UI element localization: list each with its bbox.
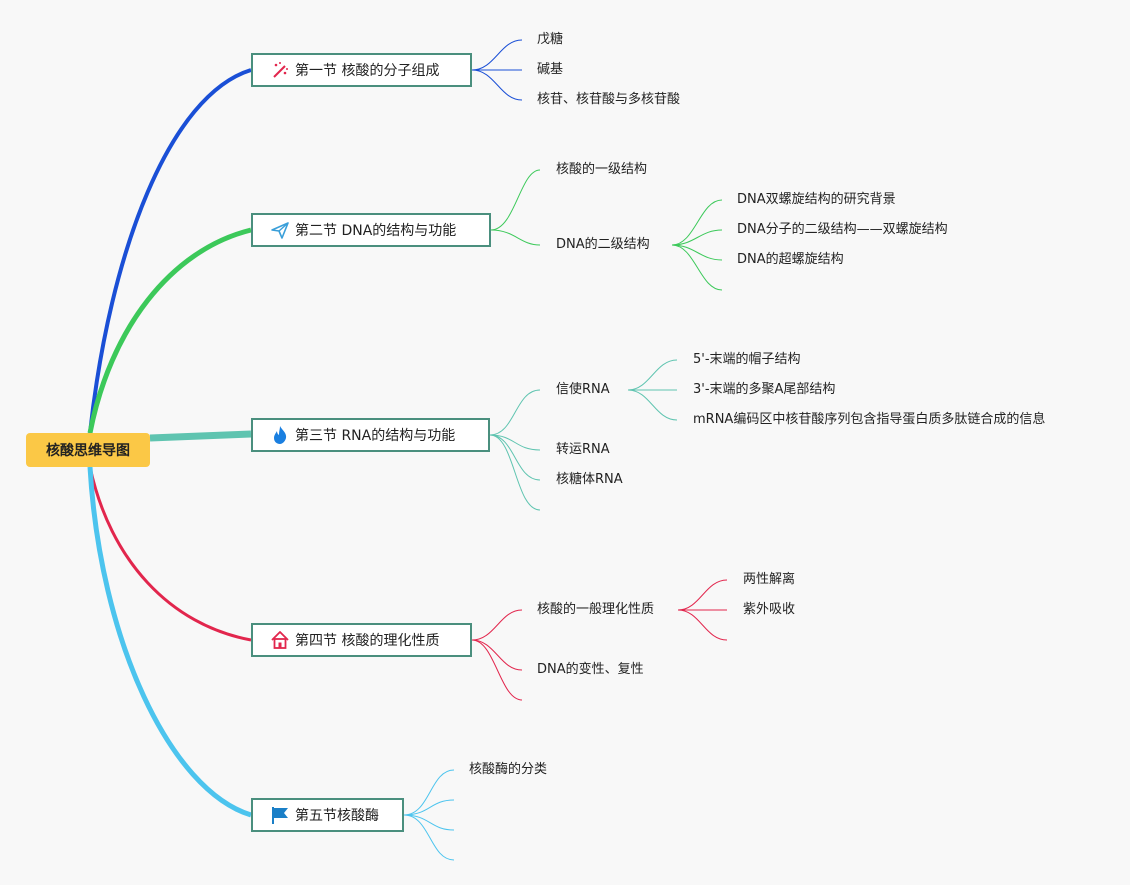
leaf-hegan[interactable]: 核苷、核苷酸与多核苷酸 [537, 92, 681, 107]
root-node[interactable]: 核酸思维导图 [26, 433, 150, 467]
section-4-label: 第四节 核酸的理化性质 [295, 633, 440, 649]
leaf-double-helix-background[interactable]: DNA双螺旋结构的研究背景 [737, 192, 896, 207]
house-icon [269, 629, 291, 651]
section-1-node[interactable]: 第一节 核酸的分子组成 [251, 53, 472, 87]
leaf-3-polya[interactable]: 3'-末端的多聚A尾部结构 [693, 382, 836, 397]
section-2-label: 第二节 DNA的结构与功能 [295, 223, 457, 239]
root-label: 核酸思维导图 [46, 443, 130, 459]
section-3-node[interactable]: 第三节 RNA的结构与功能 [251, 418, 490, 452]
section-3-label: 第三节 RNA的结构与功能 [295, 428, 456, 444]
leaf-double-helix[interactable]: DNA分子的二级结构——双螺旋结构 [737, 222, 948, 237]
section-4-node[interactable]: 第四节 核酸的理化性质 [251, 623, 472, 657]
leaf-primary-structure[interactable]: 核酸的一级结构 [556, 162, 648, 177]
leaf-mrna[interactable]: 信使RNA [556, 382, 610, 397]
flame-icon [269, 424, 291, 446]
leaf-amphoteric[interactable]: 两性解离 [743, 572, 796, 587]
flag-icon [269, 804, 291, 826]
leaf-uv-absorption[interactable]: 紫外吸收 [743, 602, 796, 617]
section-5-node[interactable]: 第五节核酸酶 [251, 798, 404, 832]
leaf-jianji[interactable]: 碱基 [537, 62, 564, 77]
section-1-label: 第一节 核酸的分子组成 [295, 63, 440, 79]
leaf-denaturation[interactable]: DNA的变性、复性 [537, 662, 644, 677]
leaf-trna[interactable]: 转运RNA [556, 442, 610, 457]
leaf-secondary-structure[interactable]: DNA的二级结构 [556, 237, 650, 252]
leaf-supercoil[interactable]: DNA的超螺旋结构 [737, 252, 844, 267]
section-5-label: 第五节核酸酶 [295, 808, 379, 824]
leaf-coding-region[interactable]: mRNA编码区中核苷酸序列包含指导蛋白质多肽链合成的信息 [693, 412, 1046, 427]
leaf-general-properties[interactable]: 核酸的一般理化性质 [537, 602, 655, 617]
paper-plane-icon [269, 219, 291, 241]
leaf-rrna[interactable]: 核糖体RNA [556, 472, 623, 487]
leaf-5-cap[interactable]: 5'-末端的帽子结构 [693, 352, 801, 367]
magic-wand-icon [269, 59, 291, 81]
leaf-nuclease-classification[interactable]: 核酸酶的分类 [469, 762, 548, 777]
leaf-wutang[interactable]: 戊糖 [537, 32, 564, 47]
section-2-node[interactable]: 第二节 DNA的结构与功能 [251, 213, 491, 247]
